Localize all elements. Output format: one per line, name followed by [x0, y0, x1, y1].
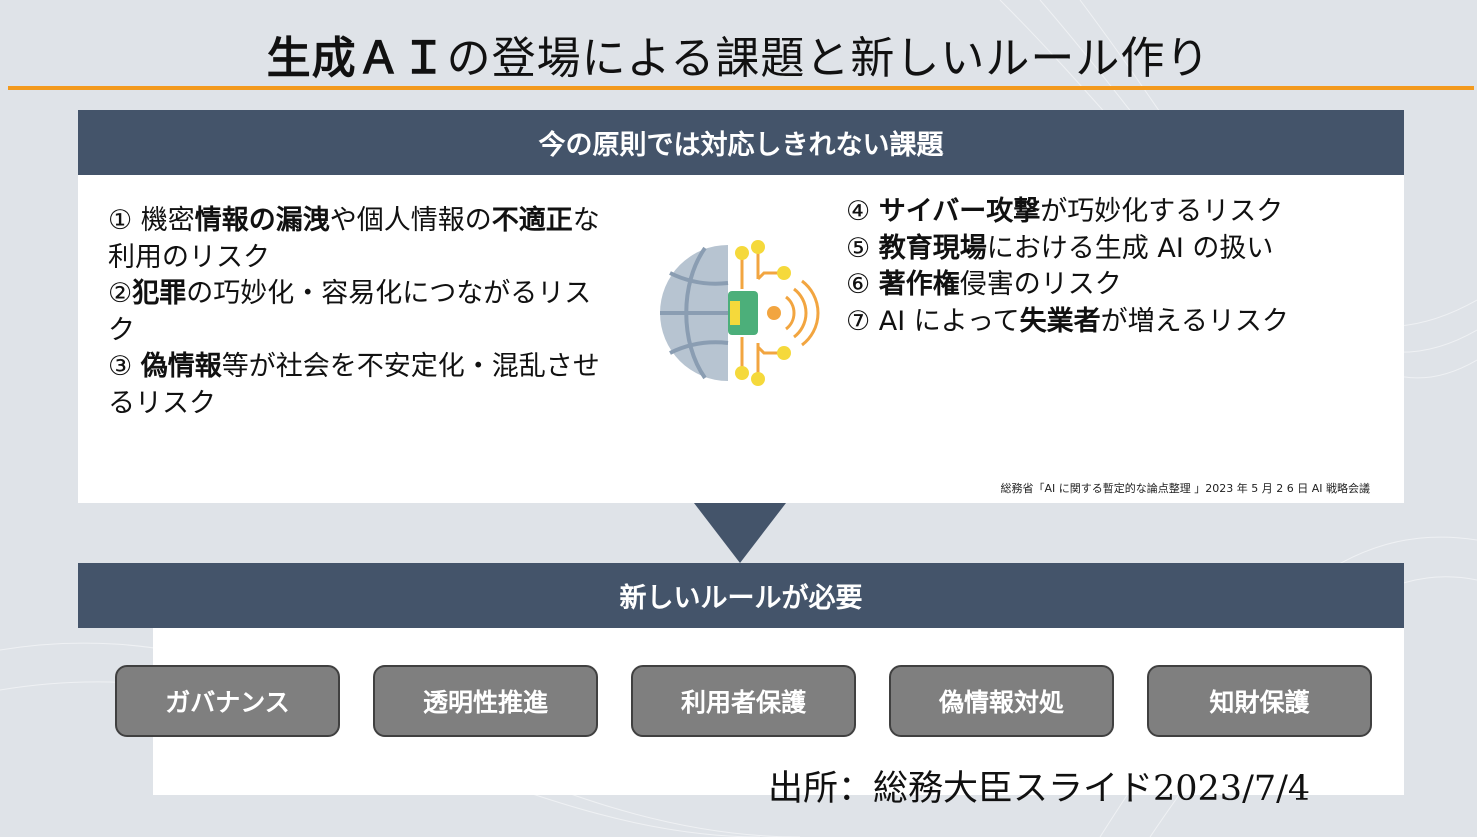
issue-keyword: 失業者	[1019, 305, 1101, 337]
issue-keyword: 情報の漏洩	[194, 205, 330, 236]
source-note: 総務省「AI に関する暫定的な論点整理 」2023 年 5 月 2 6 日 AI…	[1000, 482, 1371, 495]
issue-text: ④	[846, 196, 879, 227]
globe-chip-signal-icon	[660, 240, 820, 386]
title-rest: の登場による課題と新しいルール作り	[446, 33, 1211, 84]
down-arrow	[694, 503, 786, 563]
issue-item: ⑦ AI によって失業者が増えるリスク	[846, 304, 1386, 341]
issue-item: ③ 偽情報等が社会を不安定化・混乱させるリスク	[108, 349, 618, 422]
issue-text: ⑦ AI によって	[846, 305, 1020, 337]
issue-text: における生成 AI の扱い	[986, 232, 1274, 264]
issue-text: が増えるリスク	[1100, 305, 1289, 337]
issue-item: ① 機密情報の漏洩や個人情報の不適正な利用のリスク	[108, 203, 618, 276]
issue-item: ⑥ 著作権侵害のリスク	[846, 267, 1386, 304]
rule-governance: ガバナンス	[115, 665, 340, 737]
issue-text: が巧妙化するリスク	[1040, 196, 1284, 227]
slide-title: 生成ＡＩの登場による課題と新しいルール作り	[0, 22, 1477, 86]
issue-text: の巧妙化・容易化につながるリスク	[108, 278, 592, 346]
title-bold: 生成ＡＩ	[266, 33, 447, 84]
issue-keyword: 偽情報	[140, 351, 222, 382]
issue-keyword: 教育現場	[878, 232, 987, 264]
title-underline	[8, 86, 1474, 90]
issue-text: 侵害のリスク	[959, 269, 1122, 300]
issue-keyword: 犯罪	[132, 278, 187, 309]
issue-text: ① 機密	[108, 205, 195, 236]
issue-text: や個人情報の	[329, 205, 492, 236]
rule-ip-protection: 知財保護	[1147, 665, 1372, 737]
issue-text: 等が社会を不安定化・混乱させるリスク	[108, 351, 600, 419]
issue-keyword: サイバー攻撃	[878, 196, 1041, 227]
rule-user-protection: 利用者保護	[631, 665, 856, 737]
issues-header: 今の原則では対応しきれない課題	[78, 110, 1404, 175]
issue-text: ③	[108, 351, 141, 382]
issue-item: ②犯罪の巧妙化・容易化につながるリスク	[108, 276, 618, 349]
issue-item: ④ サイバー攻撃が巧妙化するリスク	[846, 194, 1386, 231]
issue-text: な利用のリスク	[108, 205, 600, 273]
rules-header: 新しいルールが必要	[78, 563, 1404, 628]
issue-keyword: 著作権	[878, 269, 960, 300]
issue-item: ⑤ 教育現場における生成 AI の扱い	[846, 231, 1386, 268]
issue-text: ⑥	[846, 269, 879, 300]
issue-text: ⑤	[846, 232, 879, 264]
citation: 出所：総務大臣スライド2023/7/4	[768, 769, 1311, 809]
rule-misinformation: 偽情報対処	[889, 665, 1114, 737]
rule-transparency: 透明性推進	[373, 665, 598, 737]
issue-keyword: 不適正	[491, 205, 573, 236]
issue-text: ②	[108, 278, 133, 309]
